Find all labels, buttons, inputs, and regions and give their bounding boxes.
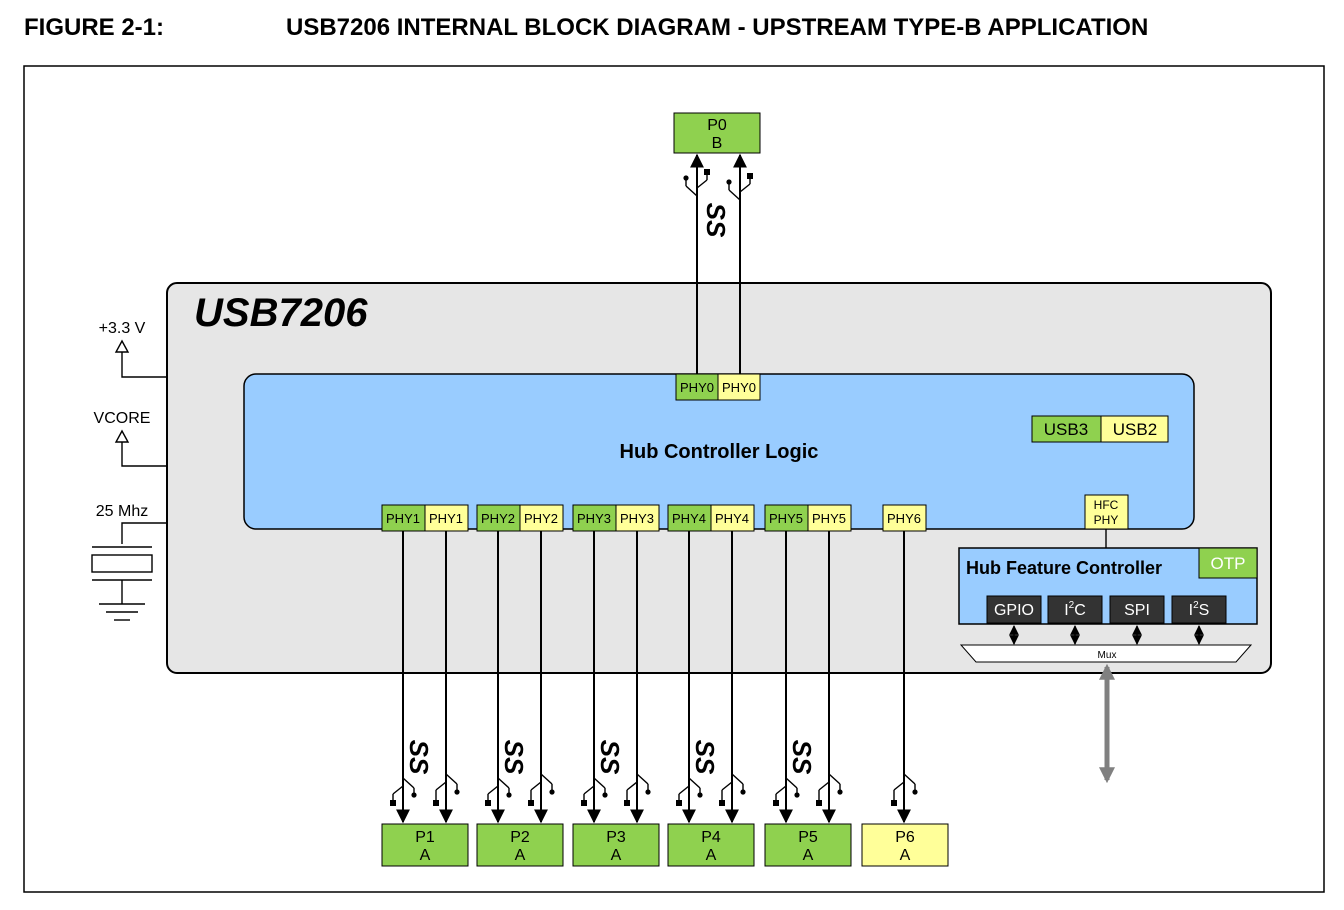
phy3-usb2-label: PHY3 [620, 511, 654, 526]
i2s-label: I2S [1189, 600, 1210, 619]
usb-icon [485, 777, 512, 806]
phy2-usb2 [519, 504, 564, 532]
usb-icon [581, 777, 608, 806]
port-p1-type: A [420, 847, 431, 864]
mux-label: Mux [1098, 650, 1117, 661]
otp-block [1198, 547, 1258, 579]
usb-icon [676, 777, 703, 806]
p1-ss-label: SS [404, 740, 434, 775]
p5-ss-label: SS [787, 740, 817, 775]
port-p1-name: P1 [415, 829, 435, 846]
port-p3 [572, 823, 660, 867]
port-p6 [861, 823, 949, 867]
i2c-label: I2C [1064, 600, 1086, 619]
p4-ss-label: SS [690, 740, 720, 775]
phy5-usb3 [764, 504, 809, 532]
phy3-usb3-label: PHY3 [577, 511, 611, 526]
i2c-block [1047, 595, 1103, 624]
phy1-usb3 [381, 504, 426, 532]
phy5-usb2-label: PHY5 [812, 511, 846, 526]
usb-icon [390, 777, 417, 806]
clock-label: 25 Mhz [96, 503, 148, 520]
vcore-label: VCORE [94, 410, 151, 427]
phy0-usb3-label: PHY0 [680, 380, 714, 395]
port-p3-name: P3 [606, 829, 626, 846]
crystal-icon [91, 554, 153, 573]
phy5-usb3-label: PHY5 [769, 511, 803, 526]
legend-usb2-label: USB2 [1113, 420, 1157, 439]
p0-ss-label: SS [701, 203, 731, 238]
port-p0-name: P0 [707, 117, 727, 134]
mux-block [959, 644, 1253, 663]
chip-name: USB7206 [194, 291, 368, 335]
p2-ss-label: SS [499, 740, 529, 775]
usb-icon [528, 773, 555, 806]
port-p5-name: P5 [798, 829, 818, 846]
phy3-usb3 [572, 504, 617, 532]
phy2-usb3-label: PHY2 [481, 511, 515, 526]
figure-frame [23, 65, 1325, 893]
crystal-wire [121, 522, 167, 544]
phy4-usb2-label: PHY4 [715, 511, 749, 526]
phy4-usb3 [667, 504, 712, 532]
usb-icon [891, 773, 918, 806]
port-p5 [764, 823, 852, 867]
port-p1 [381, 823, 469, 867]
phy2-usb2-label: PHY2 [524, 511, 558, 526]
port-p4 [667, 823, 755, 867]
usb-icon [624, 773, 651, 806]
phy0-usb2-label: PHY0 [722, 380, 756, 395]
v33-label: +3.3 V [99, 320, 146, 337]
usb-icon [726, 173, 753, 201]
usb-icon [773, 777, 800, 806]
phy3-usb2 [615, 504, 660, 532]
port-p4-type: A [706, 847, 717, 864]
hfc-title: Hub Feature Controller [966, 558, 1162, 578]
legend-usb3-label: USB3 [1044, 420, 1088, 439]
legend-usb3 [1031, 415, 1102, 443]
port-p2-type: A [515, 847, 526, 864]
port-p4-name: P4 [701, 829, 721, 846]
v33-supply-icon [114, 339, 130, 353]
v33-wire [121, 352, 167, 378]
port-p6-type: A [900, 847, 911, 864]
legend-usb2 [1100, 415, 1169, 443]
port-p0-type: B [712, 135, 723, 152]
port-p3-type: A [611, 847, 622, 864]
port-p6-name: P6 [895, 829, 915, 846]
phy2-usb3 [476, 504, 521, 532]
hfc-phy-line1: HFC [1094, 498, 1119, 512]
hfc-phy-line2: PHY [1094, 513, 1119, 527]
usb-icon [719, 773, 746, 806]
phy1-usb3-label: PHY1 [386, 511, 420, 526]
vcore-wire [121, 442, 167, 467]
ground-icon [99, 603, 145, 621]
spi-block [1109, 595, 1165, 624]
phy0-usb3 [675, 373, 719, 401]
phy6-usb2-label: PHY6 [887, 511, 921, 526]
hub-logic-title: Hub Controller Logic [620, 441, 819, 463]
figure-number: FIGURE 2-1: [24, 14, 165, 41]
otp-label: OTP [1211, 554, 1246, 573]
port-p2 [476, 823, 564, 867]
figure-caption: USB7206 INTERNAL BLOCK DIAGRAM - UPSTREA… [286, 14, 1149, 41]
usb-icon [816, 773, 843, 806]
vcore-supply-icon [114, 429, 130, 443]
phy1-usb2-label: PHY1 [429, 511, 463, 526]
phy5-usb2 [807, 504, 852, 532]
phy6-usb2 [882, 504, 927, 532]
spi-label: SPI [1124, 602, 1150, 619]
port-p0 [673, 112, 761, 154]
hfc-phy [1084, 494, 1129, 530]
gpio-label: GPIO [994, 602, 1034, 619]
p3-ss-label: SS [595, 740, 625, 775]
usb-icon [433, 773, 460, 806]
port-p2-name: P2 [510, 829, 530, 846]
phy4-usb3-label: PHY4 [672, 511, 706, 526]
gpio-block [986, 595, 1042, 624]
port-p5-type: A [803, 847, 814, 864]
usb-icon [683, 169, 710, 197]
i2s-block [1171, 595, 1227, 624]
